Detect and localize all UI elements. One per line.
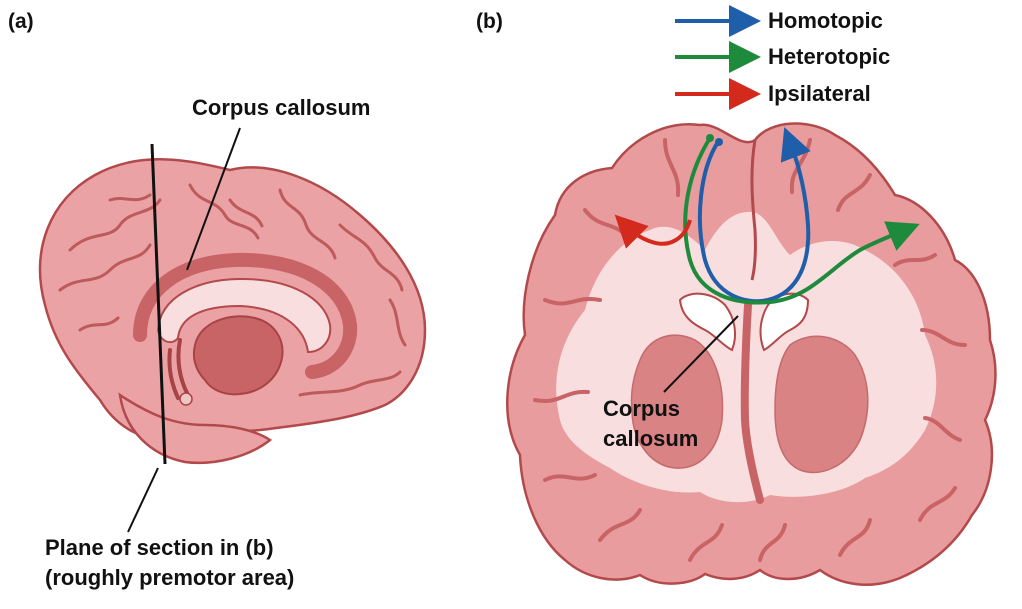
medial-brain-illustration [40,128,425,532]
corpus-callosum-label-a: Corpus callosum [192,95,370,120]
corpus-callosum-label-b-line1: Corpus [603,396,680,421]
legend-label-ipsilateral: Ipsilateral [768,81,871,106]
panel-a-label: (a) [8,10,34,34]
legend-label-heterotopic: Heterotopic [768,44,890,69]
homotopic-origin [715,138,723,146]
coronal-section-illustration [507,124,995,585]
plane-of-section-label-line2: (roughly premotor area) [45,565,294,590]
heterotopic-origin [706,134,714,142]
plane-of-section-label-line1: Plane of section in (b) [45,535,274,560]
diencephalon [194,316,283,394]
panel-b-label: (b) [476,10,503,34]
legend [675,21,745,94]
plane-label-leader [128,468,158,532]
legend-label-homotopic: Homotopic [768,8,883,33]
corpus-callosum-label-b-line2: callosum [603,426,698,451]
pituitary [180,393,192,405]
